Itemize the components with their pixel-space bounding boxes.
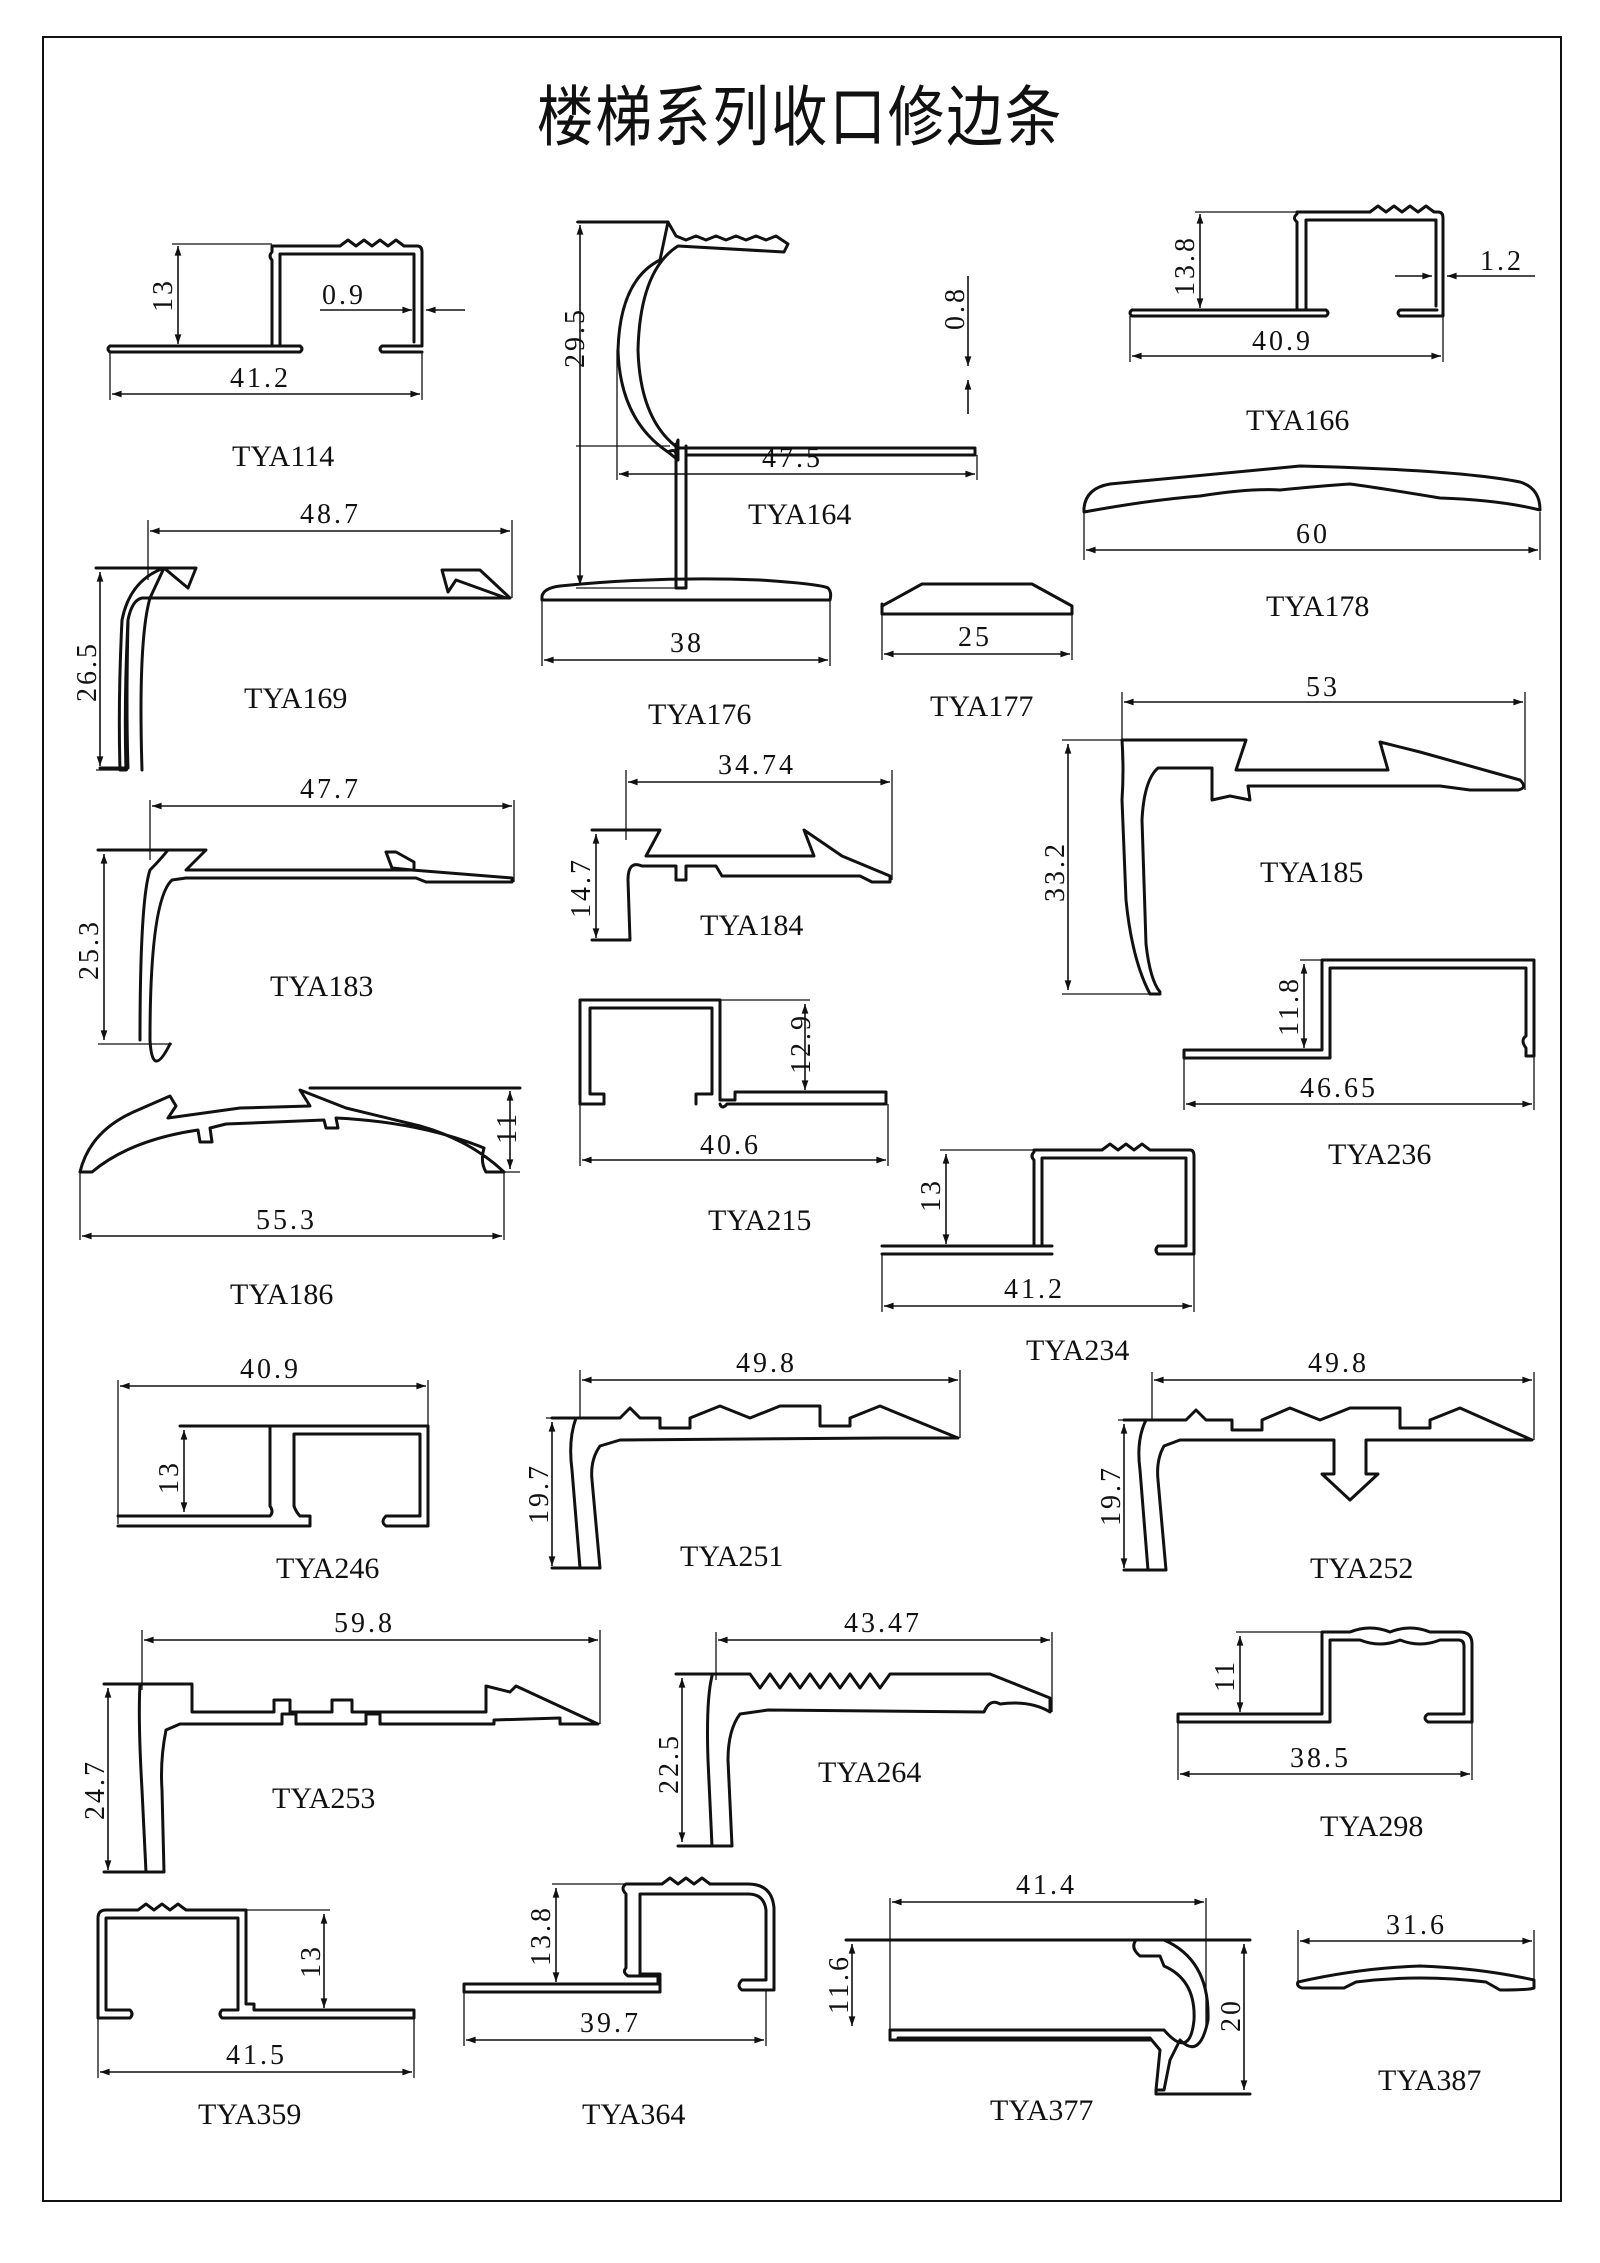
dim-width: 41.2 xyxy=(230,363,291,394)
profile-label: TYA183 xyxy=(270,970,373,1003)
dim-height: 26.5 xyxy=(72,641,103,702)
profile-TYA234: 41.2 13 TYA234 xyxy=(880,1142,1196,1367)
profile-label: TYA234 xyxy=(1026,1334,1129,1367)
dim-height: 13 xyxy=(296,1944,327,1978)
profile-TYA166: 40.9 13.8 1.2 TYA166 xyxy=(1128,204,1535,437)
profile-label: TYA166 xyxy=(1246,404,1349,437)
dim-height: 13 xyxy=(154,1460,185,1494)
dim-width: 38 xyxy=(670,628,704,659)
dim-width: 59.8 xyxy=(334,1608,395,1639)
profile-TYA359: 41.5 13 TYA359 xyxy=(96,1902,416,2131)
profile-TYA185: 53 33.2 TYA185 xyxy=(1040,672,1526,996)
profile-TYA253: 59.8 24.7 TYA253 xyxy=(80,1608,601,1874)
dim-width: 60 xyxy=(1296,519,1330,550)
dim-height: 33.2 xyxy=(1040,841,1071,902)
profile-label: TYA364 xyxy=(582,2098,685,2131)
dim-width: 41.5 xyxy=(226,2040,287,2071)
dim-width: 48.7 xyxy=(300,499,361,530)
dim-width: 31.6 xyxy=(1386,1910,1447,1941)
profile-label: TYA253 xyxy=(272,1782,375,1815)
profile-TYA164: 47.5 29.5 0.8 TYA164 xyxy=(560,220,978,590)
profile-TYA252: 49.8 19.7 TYA252 xyxy=(1096,1348,1535,1585)
profile-label: TYA178 xyxy=(1266,590,1369,623)
profile-TYA114: 41.2 13 0.9 TYA114 xyxy=(106,238,465,473)
profile-label: TYA236 xyxy=(1328,1138,1431,1171)
dim-thickness: 0.8 xyxy=(940,286,971,330)
dim-width: 53 xyxy=(1306,672,1340,703)
profile-TYA364: 39.7 13.8 TYA364 xyxy=(462,1876,776,2131)
profile-label: TYA377 xyxy=(990,2094,1093,2127)
profile-label: TYA169 xyxy=(244,682,347,715)
dim-width: 55.3 xyxy=(256,1205,317,1236)
profile-TYA264: 43.47 22.5 TYA264 xyxy=(654,1608,1053,1848)
dim-height: 13 xyxy=(148,278,179,312)
profile-TYA169: 48.7 26.5 TYA169 xyxy=(72,499,513,772)
profile-TYA184: 34.74 14.7 TYA184 xyxy=(566,750,893,942)
dim-height: 11 xyxy=(1210,1659,1241,1692)
dim-height: 11.8 xyxy=(1274,976,1305,1036)
profile-TYA246: 40.9 13 TYA246 xyxy=(116,1354,430,1585)
profile-label: TYA184 xyxy=(700,909,803,942)
profile-TYA176: 38 TYA176 xyxy=(540,577,833,731)
dim-height: 11 xyxy=(492,1111,523,1144)
profile-TYA298: 38.5 11 TYA298 xyxy=(1176,1626,1474,1843)
profile-label: TYA177 xyxy=(930,690,1033,723)
dim-width: 40.9 xyxy=(1252,326,1313,357)
dim-height: 13.8 xyxy=(1170,235,1201,296)
dim-height: 19.7 xyxy=(1096,1465,1127,1526)
profile-TYA215: 40.6 12.9 TYA215 xyxy=(578,998,889,1237)
dim-width: 34.74 xyxy=(718,750,796,781)
profile-label: TYA251 xyxy=(680,1540,783,1573)
profile-label: TYA246 xyxy=(276,1552,379,1585)
profile-label: TYA359 xyxy=(198,2098,301,2131)
dim-height: 19.7 xyxy=(524,1463,555,1524)
profile-label: TYA298 xyxy=(1320,1810,1423,1843)
dim-width: 38.5 xyxy=(1290,1743,1351,1774)
dim-height: 14.7 xyxy=(566,857,597,918)
profile-TYA236: 46.65 11.8 TYA236 xyxy=(1182,958,1536,1171)
dim-thickness: 0.9 xyxy=(322,280,366,311)
dim-overall-height: 20 xyxy=(1216,1998,1247,2032)
dim-width: 49.8 xyxy=(1308,1348,1369,1379)
profile-label: TYA114 xyxy=(232,440,334,473)
dim-height: 13 xyxy=(916,1178,947,1212)
dim-width: 40.9 xyxy=(240,1354,301,1385)
profile-label: TYA176 xyxy=(648,698,751,731)
profile-TYA183: 47.7 25.3 TYA183 xyxy=(74,774,515,1063)
dim-height: 13.8 xyxy=(526,1905,557,1966)
dim-width: 41.4 xyxy=(1016,1870,1077,1901)
dim-width: 46.65 xyxy=(1300,1073,1378,1104)
profile-label: TYA186 xyxy=(230,1278,333,1311)
dim-height: 24.7 xyxy=(80,1759,111,1820)
profile-TYA387: 31.6 TYA387 xyxy=(1296,1910,1536,2097)
profile-label: TYA387 xyxy=(1378,2064,1481,2097)
dim-width: 25 xyxy=(958,622,992,653)
dim-width: 41.2 xyxy=(1004,1274,1065,1305)
dim-width: 49.8 xyxy=(736,1348,797,1379)
dim-width: 40.6 xyxy=(700,1130,761,1161)
profile-label: TYA252 xyxy=(1310,1552,1413,1585)
dim-width: 47.5 xyxy=(762,443,823,474)
profile-label: TYA164 xyxy=(748,498,851,531)
profile-TYA251: 49.8 19.7 TYA251 xyxy=(524,1348,961,1573)
dim-height: 25.3 xyxy=(74,919,105,980)
drawing-sheet-border xyxy=(42,36,1562,2202)
dim-thickness: 1.2 xyxy=(1480,246,1524,277)
profile-TYA178: 60 TYA178 xyxy=(1082,464,1542,623)
profile-label: TYA264 xyxy=(818,1756,921,1789)
dim-height: 11.6 xyxy=(824,1954,855,2014)
dim-width: 43.47 xyxy=(844,1608,922,1639)
page-title: 楼梯系列收口修边条 xyxy=(536,79,1064,156)
dim-height: 29.5 xyxy=(560,307,591,368)
profile-label: TYA185 xyxy=(1260,856,1363,889)
profile-TYA177: 25 TYA177 xyxy=(880,582,1074,723)
dim-width: 39.7 xyxy=(580,2008,641,2039)
dim-width: 47.7 xyxy=(300,774,361,805)
profile-TYA377: 41.4 11.6 20 TYA377 xyxy=(824,1870,1252,2127)
profile-label: TYA215 xyxy=(708,1204,811,1237)
dim-height: 12.9 xyxy=(786,1013,817,1074)
dim-height: 22.5 xyxy=(654,1733,685,1794)
profile-TYA186: 55.3 11 TYA186 xyxy=(78,1086,523,1311)
